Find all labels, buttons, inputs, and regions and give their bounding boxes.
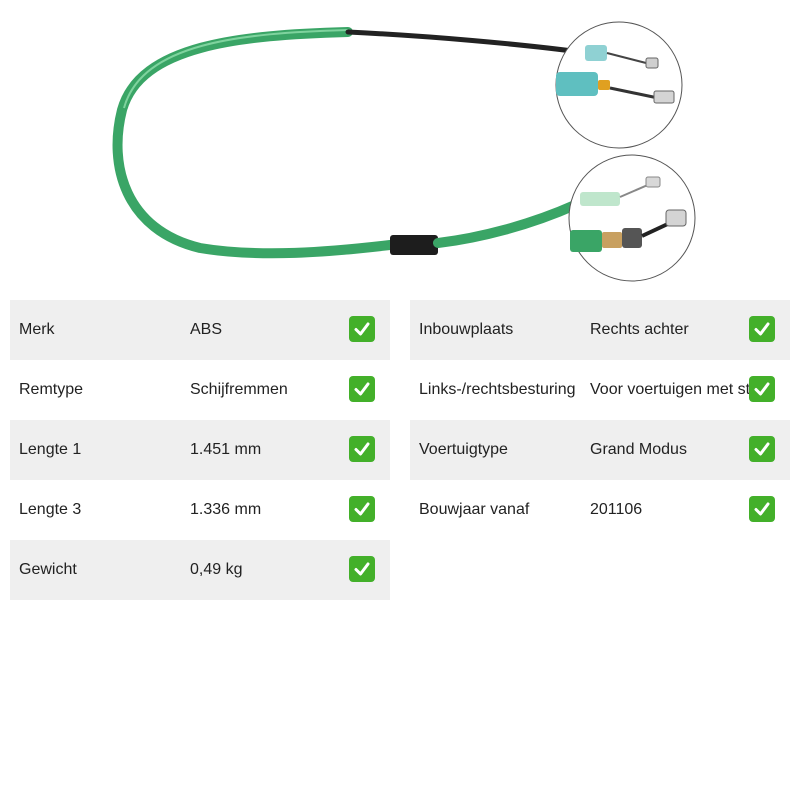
spec-label: Remtype bbox=[19, 381, 84, 398]
spec-table-left: Merk ABS Remtype Schijfremmen Lengte 1 1… bbox=[10, 300, 390, 600]
spec-value: 201106 bbox=[590, 501, 643, 518]
spec-value: 1.336 mm bbox=[190, 501, 262, 518]
spec-value: 1.451 mm bbox=[190, 441, 262, 458]
check-mark-icon bbox=[349, 436, 375, 462]
spec-label: Inbouwplaats bbox=[419, 321, 514, 338]
spec-label: Links-/rechtsbesturing bbox=[419, 381, 576, 398]
spec-row: Bouwjaar vanaf 201106 bbox=[410, 480, 790, 540]
check-mark-icon bbox=[349, 316, 375, 342]
spec-label: Gewicht bbox=[19, 561, 77, 578]
spec-row: Voertuigtype Grand Modus bbox=[410, 420, 790, 480]
spec-value: 0,49 kg bbox=[190, 561, 243, 578]
spec-row: Lengte 3 1.336 mm bbox=[10, 480, 390, 540]
cable-sheath bbox=[112, 27, 395, 259]
spec-label: Lengte 3 bbox=[19, 501, 82, 518]
spec-label: Merk bbox=[19, 321, 55, 338]
spec-table-right: Inbouwplaats Rechts achter Links-/rechts… bbox=[410, 300, 790, 540]
spec-label: Voertuigtype bbox=[419, 441, 508, 458]
spec-row: Lengte 1 1.451 mm bbox=[10, 420, 390, 480]
spec-row: Links-/rechtsbesturing Voor voertuigen m… bbox=[410, 360, 790, 420]
check-mark-icon bbox=[749, 376, 775, 402]
spec-value: Rechts achter bbox=[590, 321, 689, 338]
check-mark-icon bbox=[349, 376, 375, 402]
spec-row: Gewicht 0,49 kg bbox=[10, 540, 390, 600]
spec-row: Merk ABS bbox=[10, 300, 390, 360]
spec-label: Lengte 1 bbox=[19, 441, 82, 458]
check-mark-icon bbox=[749, 436, 775, 462]
check-mark-icon bbox=[749, 496, 775, 522]
spec-value: Voor voertuigen met stuur bbox=[590, 381, 774, 398]
spec-value: Grand Modus bbox=[590, 441, 687, 458]
spec-label: Bouwjaar vanaf bbox=[419, 501, 530, 518]
cable-sleeve bbox=[390, 235, 438, 255]
check-mark-icon bbox=[349, 556, 375, 582]
product-image bbox=[112, 21, 696, 282]
spec-value: Schijfremmen bbox=[190, 381, 288, 398]
spec-value: ABS bbox=[190, 321, 223, 338]
spec-row: Remtype Schijfremmen bbox=[10, 360, 390, 420]
check-mark-icon bbox=[349, 496, 375, 522]
inner-cable-top bbox=[345, 29, 583, 55]
spec-row: Inbouwplaats Rechts achter bbox=[410, 300, 790, 360]
check-mark-icon bbox=[749, 316, 775, 342]
